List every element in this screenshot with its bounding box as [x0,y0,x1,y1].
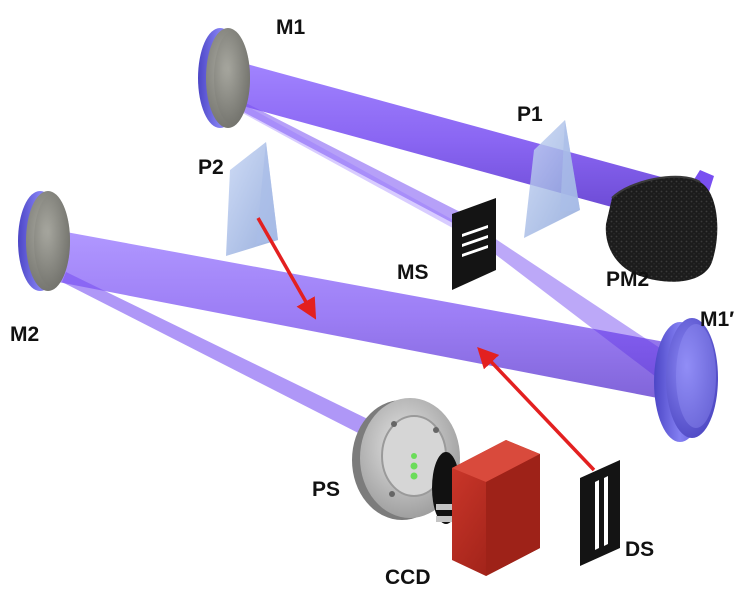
slit-mask-icon [580,460,620,566]
circular-mirror-icon [666,318,718,438]
phase-sample-ps [352,398,460,520]
label-ds: DS [625,538,654,561]
mirror-m1 [198,28,250,128]
label-m2: M2 [10,323,39,346]
mirror-m1-prime [654,318,718,442]
label-pm2: PM2 [606,268,649,291]
prism-p1 [524,120,580,238]
ccd-camera [432,440,540,576]
label-m1: M1 [276,16,305,39]
label-group: M1 P1 P2 MS PM2 M2 M1′ PS CCD DS [10,16,734,589]
mirror-m2 [18,191,70,291]
beam-m1-to-ms [236,100,472,230]
label-ps: PS [312,478,340,501]
photomultiplier-icon [605,176,718,282]
beam-cross [226,98,464,232]
beam-m2-to-ps [62,272,378,440]
label-ccd: CCD [385,566,431,589]
label-p1: P1 [517,103,543,126]
beam-m1prime-to-m2 [58,232,668,400]
label-m1-prime: M1′ [700,308,734,331]
arrow-group [256,217,596,472]
label-p2: P2 [198,156,224,179]
slit-ms [452,198,496,290]
label-ms: MS [397,261,429,284]
photomultiplier-pm2 [605,175,718,282]
arrow-p2-to-beam [256,217,317,320]
slit-ds [580,460,620,566]
slit-mask-icon [452,198,496,290]
arrow-ds-to-beam [477,346,596,472]
